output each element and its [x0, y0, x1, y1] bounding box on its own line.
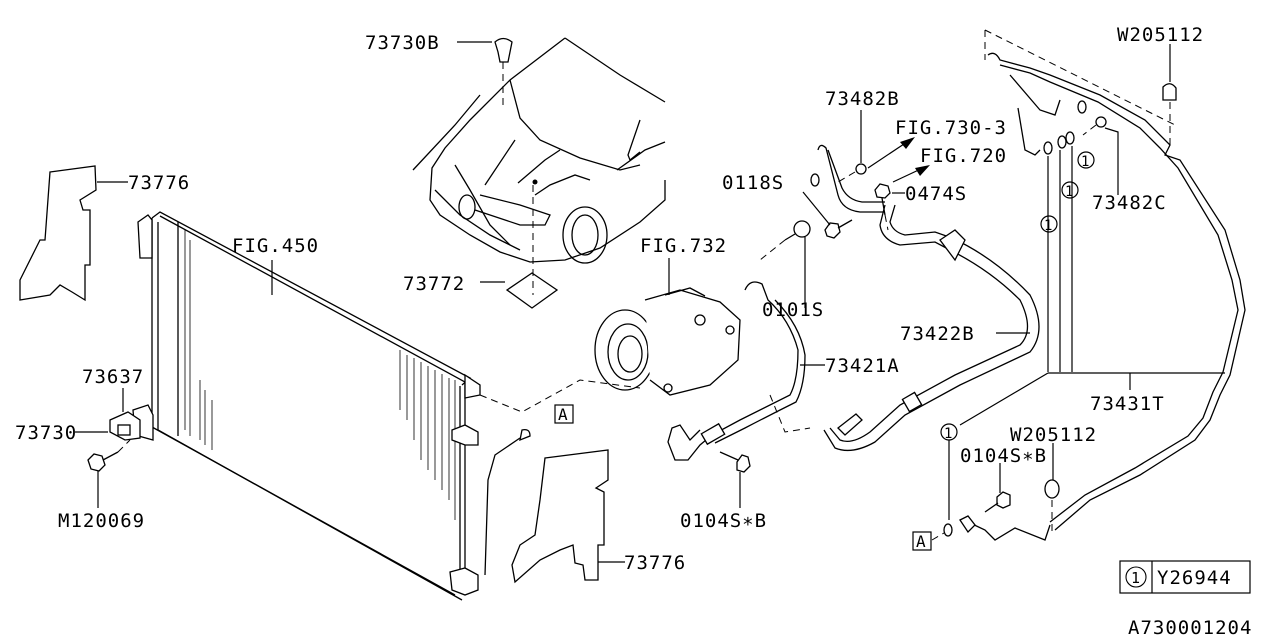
compressor[interactable]: [594, 287, 741, 396]
ref-arrow-fig-720[interactable]: [892, 165, 930, 183]
nut-73482B[interactable]: [837, 163, 867, 183]
label-73776-upper: 73776: [128, 172, 190, 194]
svg-text:A: A: [558, 405, 569, 424]
reference-marker-A-right: A: [912, 531, 932, 551]
label-73637: 73637: [82, 366, 144, 388]
label-73482C: 73482C: [1092, 192, 1167, 214]
clip-lower[interactable]: [1044, 479, 1060, 535]
label-73421A: 73421A: [825, 355, 900, 377]
label-73482B: 73482B: [825, 88, 900, 110]
label-0104SB-lower: 0104S∗B: [960, 445, 1047, 467]
discharge-hose[interactable]: [667, 281, 806, 461]
legend-box: 1 Y26944: [1119, 560, 1251, 594]
label-fig-730-3[interactable]: FIG.730-3: [895, 117, 1007, 139]
label-0101S: 0101S: [762, 299, 824, 321]
svg-text:1: 1: [1081, 154, 1090, 170]
label-fig-450: FIG.450: [232, 235, 319, 257]
label-fig-720[interactable]: FIG.720: [920, 145, 1007, 167]
clip-upper[interactable]: [1162, 83, 1177, 150]
label-73772: 73772: [403, 273, 465, 295]
ref-arrow-fig-730-3[interactable]: [867, 137, 915, 169]
bolt-0474S[interactable]: [874, 183, 891, 231]
condenser-bracket[interactable]: [109, 411, 141, 441]
nut-73482C[interactable]: [1082, 116, 1107, 136]
label-73730B: 73730B: [365, 32, 440, 54]
label-73422B: 73422B: [900, 323, 975, 345]
label-73730: 73730: [15, 422, 77, 444]
bolt-0118S[interactable]: [824, 219, 853, 239]
label-M120069: M120069: [58, 510, 145, 532]
suction-pipe-upper[interactable]: [810, 144, 885, 213]
label-73431T: 73431T: [1090, 393, 1165, 415]
label-0118S: 0118S: [722, 172, 784, 194]
hood-label-plate[interactable]: [505, 179, 559, 309]
hood-clip[interactable]: [494, 37, 513, 111]
air-guide-upper[interactable]: [19, 165, 97, 302]
discharge-hose-bolt[interactable]: [719, 451, 751, 473]
svg-text:1: 1: [1065, 184, 1074, 200]
air-guide-lower[interactable]: [511, 449, 609, 584]
suction-hose[interactable]: [823, 204, 1040, 452]
vehicle-outline: [412, 37, 666, 264]
svg-text:1: 1: [1044, 218, 1053, 234]
svg-text:1: 1: [944, 426, 953, 442]
compressor-bolt[interactable]: [759, 220, 811, 261]
label-W205112-upper: W205112: [1117, 24, 1204, 46]
legend-symbol: 1: [1131, 569, 1141, 587]
label-0104SB-center: 0104S∗B: [680, 510, 767, 532]
figure-code: A730001204: [1128, 617, 1252, 639]
pipe-bolt-lower[interactable]: [984, 491, 1011, 513]
label-0474S: 0474S: [905, 183, 967, 205]
reference-marker-A-left: A: [554, 404, 574, 424]
bracket-bolt[interactable]: [87, 439, 131, 472]
pipe-assembly[interactable]: [967, 29, 1246, 541]
condenser[interactable]: [132, 211, 481, 601]
label-W205112-lower: W205112: [1010, 424, 1097, 446]
legend-part-number: Y26944: [1157, 567, 1232, 589]
svg-text:A: A: [916, 532, 927, 551]
label-fig-732: FIG.732: [640, 235, 727, 257]
label-73776-lower: 73776: [624, 552, 686, 574]
